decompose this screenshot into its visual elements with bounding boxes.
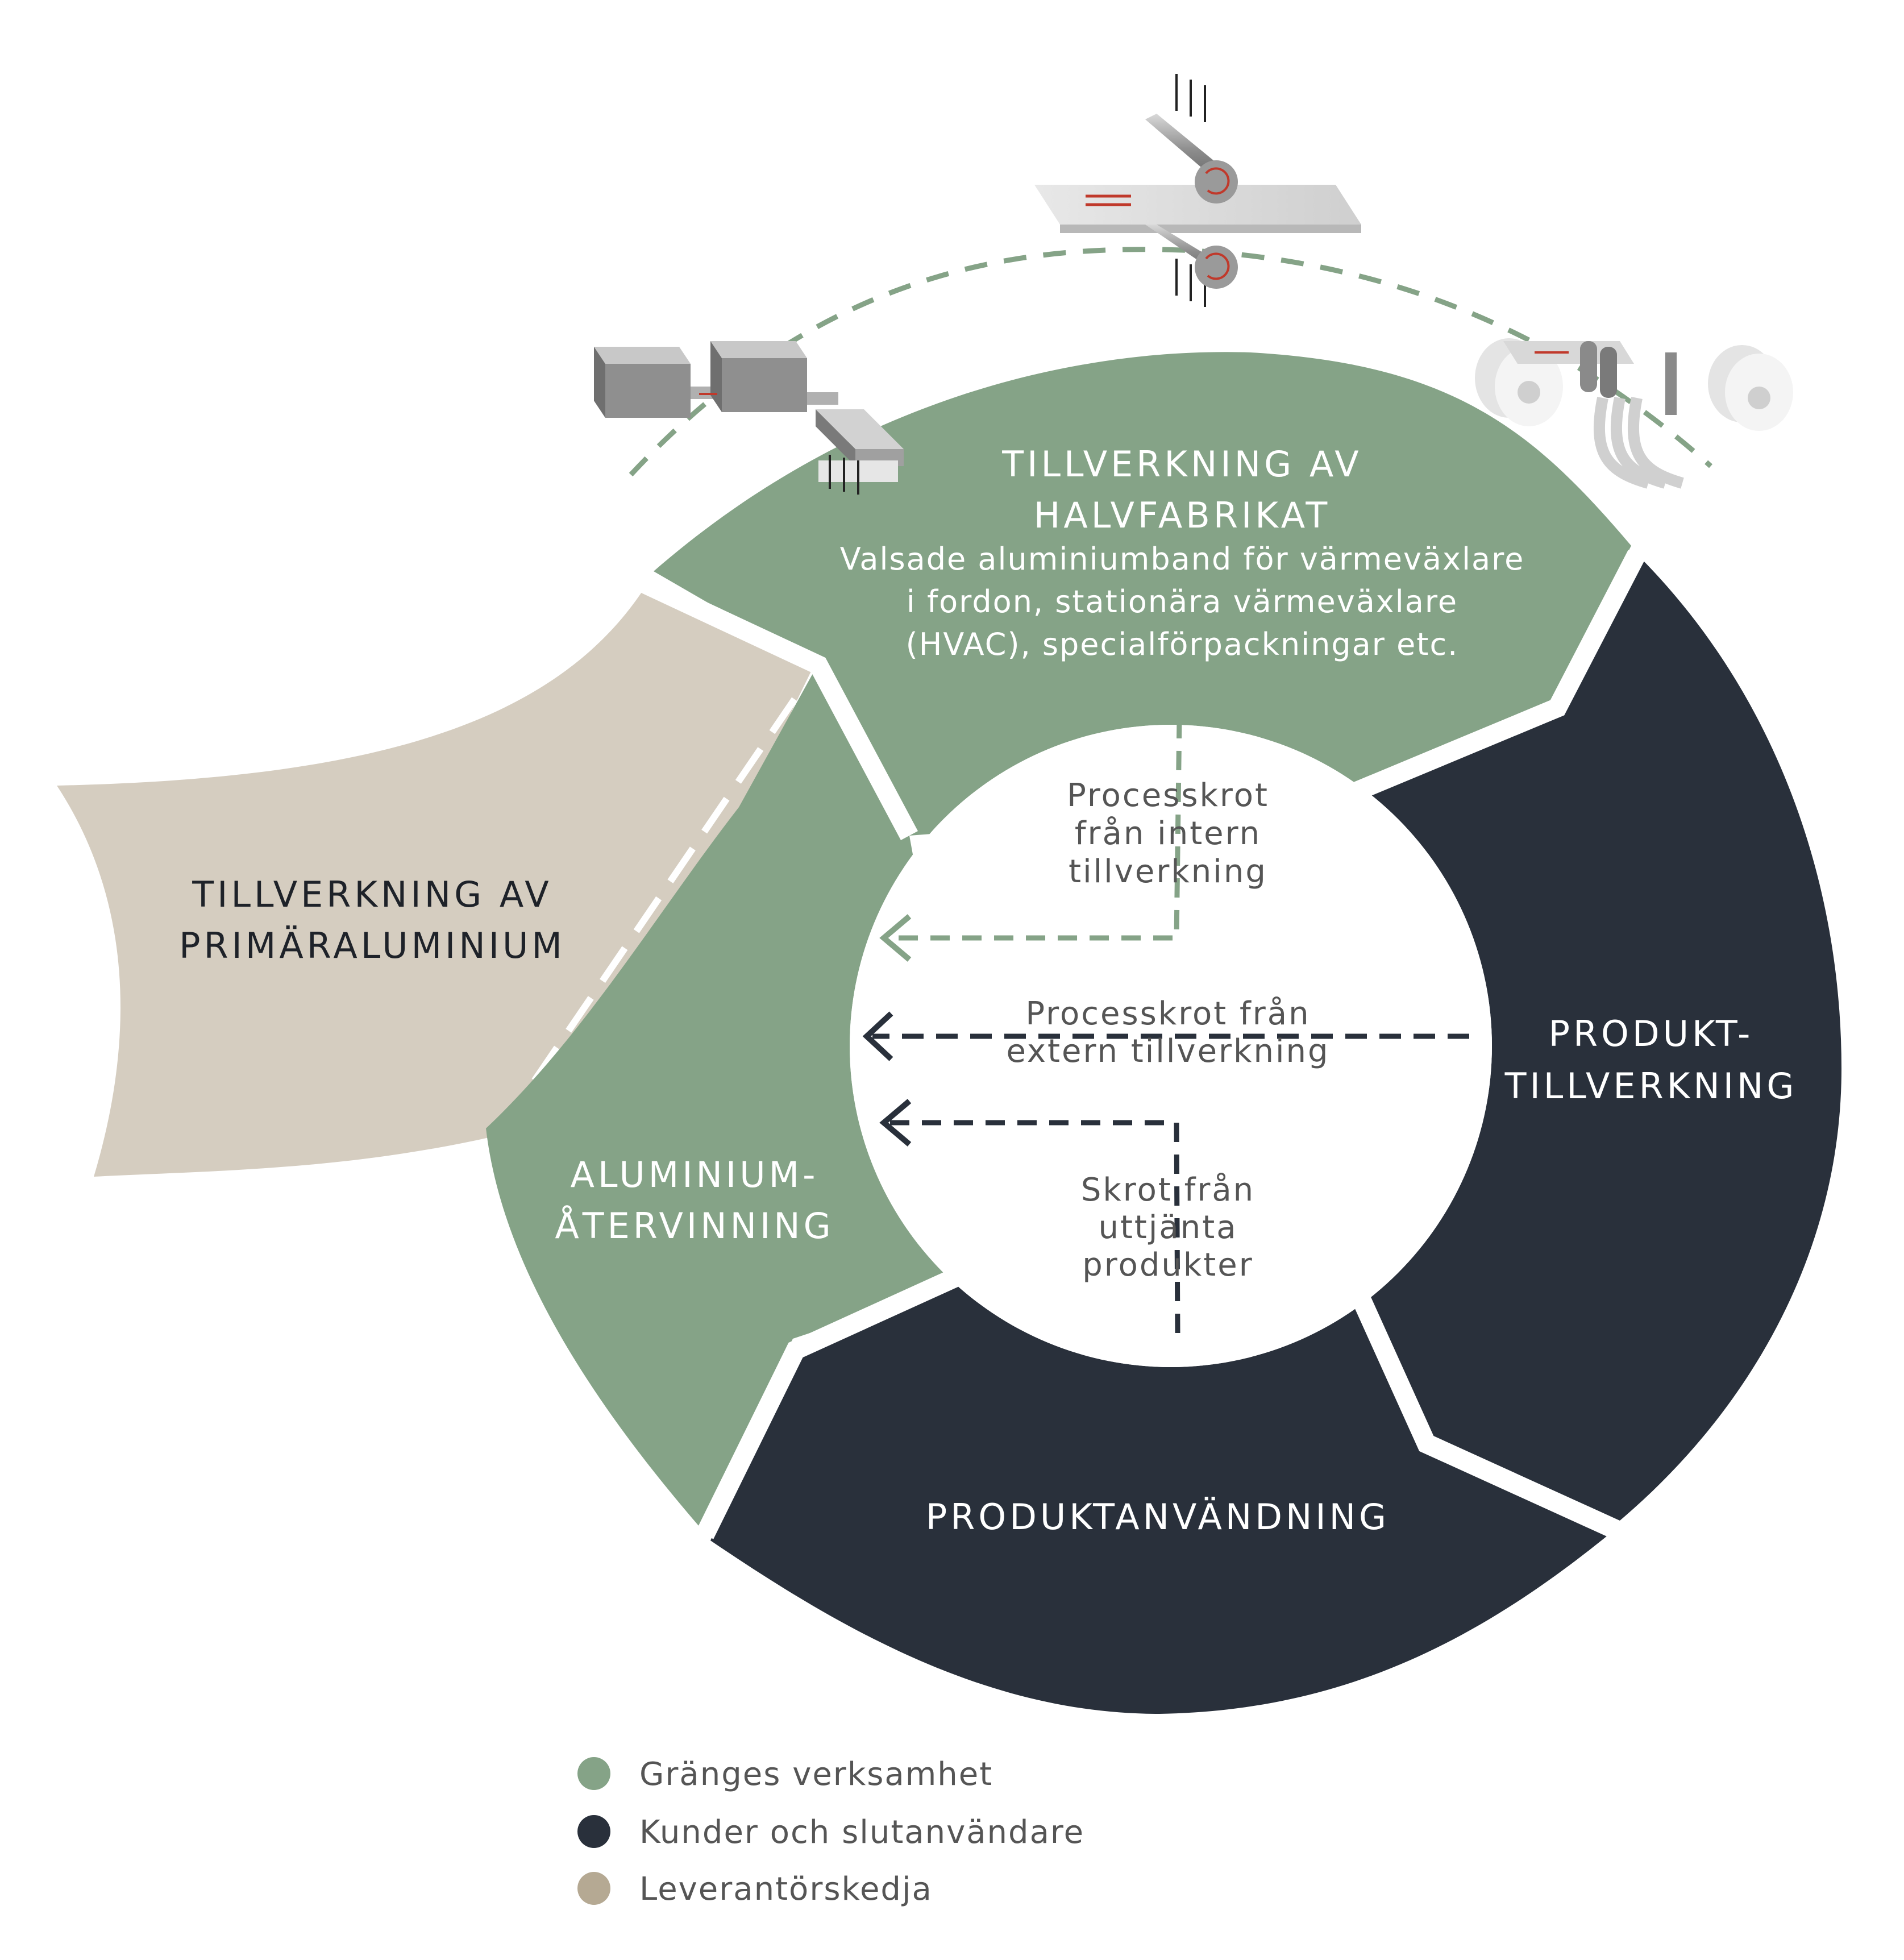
process-arc-dashed (629, 247, 1713, 477)
halvfabrikat-desc-2: i fordon, stationära värmeväxlare (907, 584, 1458, 620)
atervinning-title-1: ALUMINIUM- (571, 1154, 819, 1195)
atervinning-title-2: ÅTERVINNING (555, 1205, 834, 1247)
legend-item: Gränges verksamhet (577, 1756, 993, 1793)
primaraluminium-title-1: TILLVERKNING AV (192, 874, 552, 915)
flow-uttjanta-label-3: produkter (1082, 1247, 1254, 1284)
legend-swatch (577, 1872, 610, 1905)
produkttillverkning-title-2: TILLVERKNING (1504, 1065, 1798, 1107)
legend-label: Kunder och slutanvändare (639, 1814, 1084, 1851)
flow-arrow-intern (887, 719, 1182, 941)
flow-intern-label-3: tillverkning (1069, 853, 1267, 890)
legend-swatch (577, 1757, 610, 1790)
halvfabrikat-title-2: HALVFABRIKAT (1034, 495, 1331, 536)
supplier-boundary-dashes (503, 697, 797, 1125)
primaraluminium-title-2: PRIMÄRALUMINIUM (179, 925, 566, 966)
casting-machine-icon (594, 341, 904, 495)
legend: Gränges verksamhet Kunder och slutanvänd… (577, 1756, 1084, 1908)
flow-intern-label-2: från intern (1075, 815, 1261, 852)
segment-produkttillverkning (1353, 560, 1841, 1521)
segment-separators (638, 550, 1646, 1539)
rolling-mill-icon (1034, 74, 1361, 307)
flow-arrowhead-intern (879, 914, 912, 962)
flow-arrowhead-uttjanta (879, 1099, 912, 1147)
produktanvandning-title: PRODUKTANVÄNDNING (926, 1496, 1390, 1538)
flow-extern-label-1: Processkrot från (1025, 995, 1310, 1032)
legend-label: Leverantörskedja (639, 1871, 933, 1908)
halvfabrikat-title-1: TILLVERKNING AV (1001, 443, 1362, 485)
center-circle (850, 725, 1492, 1367)
coil-slitting-icon (1475, 338, 1793, 489)
flow-uttjanta-label-1: Skrot från (1081, 1172, 1255, 1209)
legend-item: Kunder och slutanvändare (577, 1814, 1084, 1851)
segment-primaraluminium (57, 583, 813, 1177)
legend-item: Leverantörskedja (577, 1871, 933, 1908)
legend-swatch (577, 1815, 610, 1848)
produkttillverkning-title-1: PRODUKT- (1549, 1013, 1754, 1054)
flow-uttjanta-label-2: uttjänta (1098, 1209, 1237, 1246)
flow-arrowhead-extern (862, 1011, 893, 1061)
flow-intern-label-1: Processkrot (1067, 777, 1269, 814)
flow-extern-label-2: extern tillverkning (1006, 1033, 1329, 1070)
halvfabrikat-desc-1: Valsade aluminiumband för värmeväxlare (840, 541, 1525, 577)
halvfabrikat-desc-3: (HVAC), specialförpackningar etc. (906, 626, 1459, 662)
flow-arrow-uttjanta (887, 1120, 1180, 1334)
legend-label: Gränges verksamhet (639, 1756, 993, 1793)
